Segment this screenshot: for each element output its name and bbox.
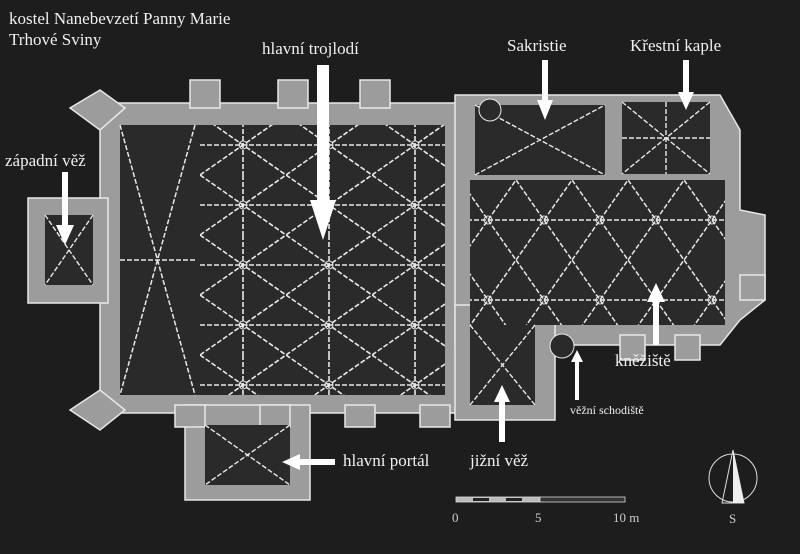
label-tower-staircase: věžní schodiště <box>570 403 644 417</box>
diagram-title: kostel Nanebevzetí Panny Marie Trhové Sv… <box>9 8 230 50</box>
arrow-sacristy <box>537 60 553 120</box>
arrow-south-tower <box>494 385 510 442</box>
scale-tick-10: 10 m <box>613 510 640 525</box>
label-presbytery: kněžiště <box>615 351 671 370</box>
compass-icon <box>708 449 758 504</box>
label-west-tower: západní věž <box>5 151 86 170</box>
scale-tick-0: 0 <box>452 510 459 525</box>
label-main-portal: hlavní portál <box>343 451 430 470</box>
arrow-west-tower <box>56 172 74 245</box>
staircase-spiral <box>549 333 575 359</box>
title-line-2: Trhové Sviny <box>9 30 102 49</box>
label-sacristy: Sakristie <box>507 36 567 55</box>
arrow-chapel <box>678 60 694 110</box>
scale-bar <box>455 496 626 503</box>
compass-label: S <box>729 511 737 526</box>
west-bay-vault <box>119 124 196 396</box>
title-line-1: kostel Nanebevzetí Panny Marie <box>9 9 231 28</box>
arrow-nave <box>310 65 336 240</box>
label-south-tower: jižní věž <box>470 451 529 470</box>
arrow-staircase <box>571 350 583 400</box>
chancel-vault <box>470 180 725 325</box>
scale-tick-5: 5 <box>535 510 542 525</box>
arrow-presbytery <box>647 283 665 345</box>
pointer-arrows <box>56 60 694 470</box>
label-nave: hlavní trojlodí <box>262 39 359 58</box>
arrow-portal <box>282 454 335 470</box>
vaults <box>44 98 725 486</box>
sacristy-staircase <box>478 98 502 122</box>
label-baptism-chapel: Křestní kaple <box>630 36 722 55</box>
